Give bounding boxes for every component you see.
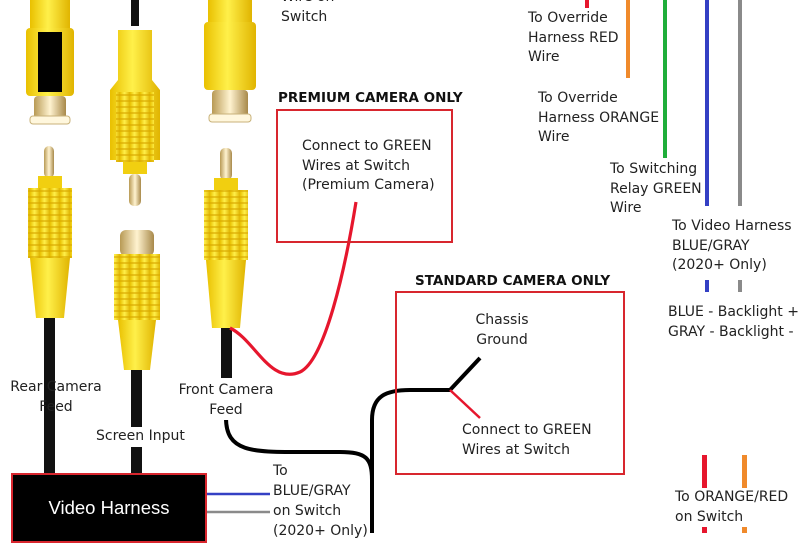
video-harness-label: Video Harness — [48, 497, 170, 518]
front-camera-label: Front Camera Feed — [174, 381, 278, 420]
standard-red-wire — [449, 389, 481, 419]
premium-box — [276, 109, 453, 243]
to-orangered-switch-label: To ORANGE/RED on Switch — [675, 488, 789, 527]
rear-camera-label: Rear Camera Feed — [10, 379, 102, 415]
wire-gray — [738, 0, 742, 206]
backlight-label: BLUE - Backlight + GRAY - Backlight - — [668, 304, 799, 340]
wire-on-switch-label: Wire on Switch — [281, 0, 334, 25]
stub-orange-bottom — [742, 455, 747, 488]
standard-black-wire — [370, 356, 482, 480]
wire-blue — [705, 0, 709, 206]
wire-green — [663, 0, 667, 158]
premium-red-wire — [229, 201, 358, 376]
stub-blue — [705, 280, 709, 292]
video-harness-bluegray-label: To Video Harness BLUE/GRAY (2020+ Only) — [672, 218, 792, 273]
rca-jack-rear-top — [26, 0, 74, 125]
standard-box — [395, 291, 625, 475]
to-bluegray-switch-label: To BLUE/GRAY on Switch (2020+ Only) — [273, 463, 368, 539]
override-orange-label: To Override Harness ORANGE Wire — [538, 90, 660, 145]
premium-text: Connect to GREEN Wires at Switch (Premiu… — [302, 138, 435, 193]
stub-red-bottom — [702, 455, 707, 488]
premium-header: PREMIUM CAMERA ONLY — [278, 90, 463, 106]
wire-orange — [626, 0, 630, 78]
video-harness-box: Video Harness — [11, 473, 207, 543]
override-red-label: To Override Harness RED Wire — [528, 10, 619, 65]
chassis-ground-label: Chassis Ground — [475, 312, 529, 348]
rca-plug-rear — [28, 146, 72, 473]
stub-gray — [738, 280, 742, 292]
standard-header: STANDARD CAMERA ONLY — [415, 273, 611, 289]
rca-jack-front-top — [204, 0, 256, 123]
standard-connect-label: Connect to GREEN Wires at Switch — [462, 422, 592, 458]
rca-plug-front — [204, 148, 248, 378]
relay-green-label: To Switching Relay GREEN Wire — [610, 161, 702, 216]
wire-red-top — [585, 0, 589, 8]
rca-jack-screen-input — [114, 230, 160, 473]
rca-plug-screen-top — [110, 0, 160, 206]
screen-input-label: Screen Input — [96, 427, 185, 447]
